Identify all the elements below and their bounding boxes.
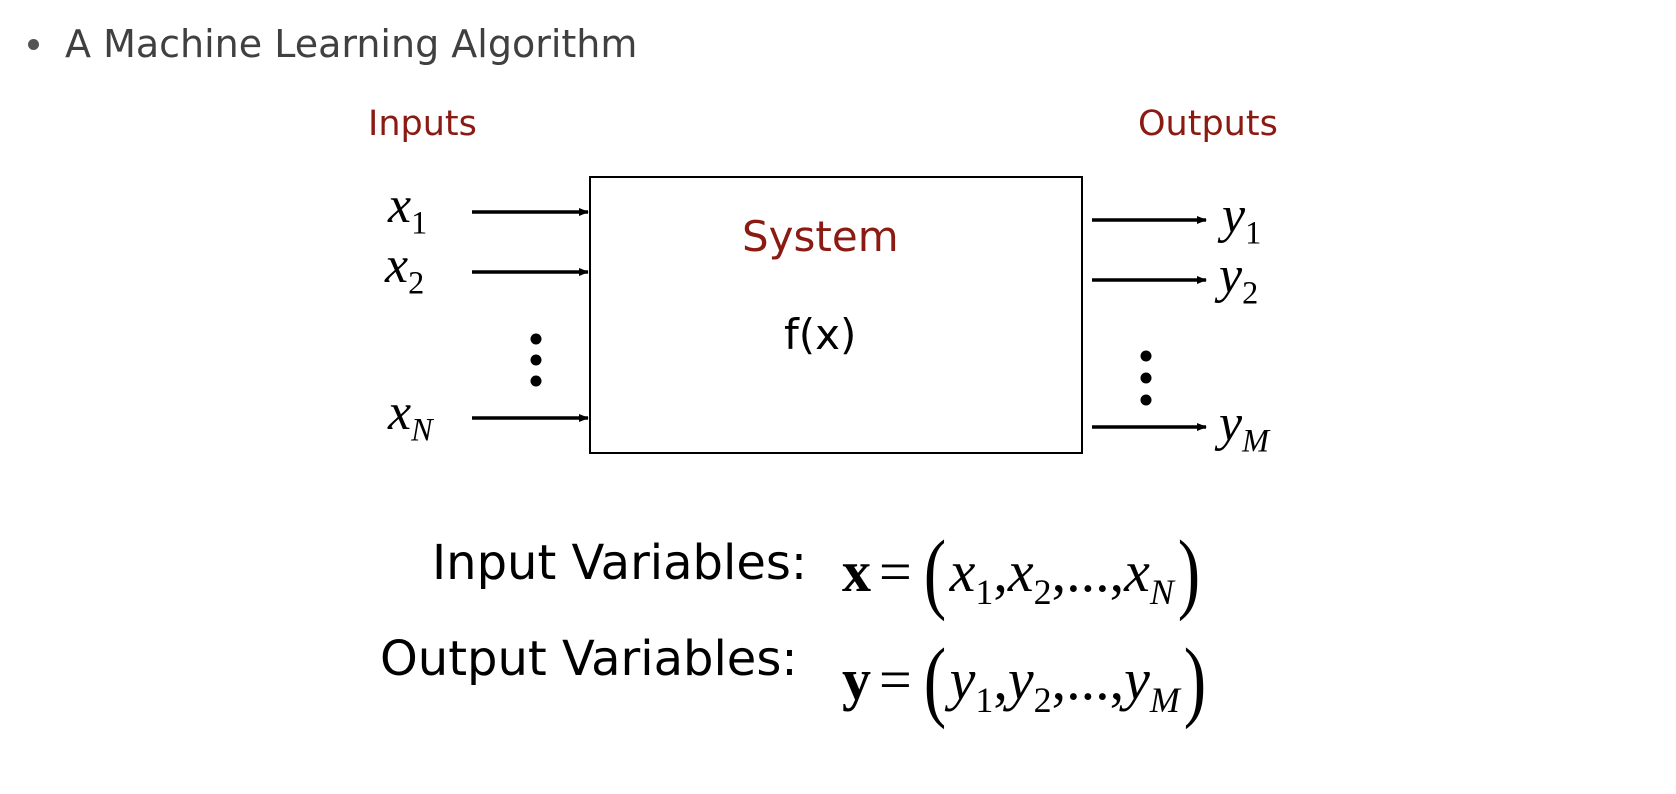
output-vector-equation: y=(y1,y2,...,yM) [842, 631, 1207, 730]
input-vector-equation: x=(x1,x2,...,xN) [842, 523, 1201, 622]
slide-bullet: A Machine Learning Algorithm [28, 22, 637, 66]
input-symbol-x1: x1 [388, 177, 428, 241]
inputs-heading: Inputs [368, 104, 477, 144]
input-vertical-ellipsis-icon [530, 333, 542, 387]
output-symbol-y1: y1 [1222, 187, 1262, 251]
system-title: System [742, 212, 899, 261]
system-box [589, 176, 1083, 454]
output-symbol-ym: yM [1219, 395, 1269, 459]
system-function: f(x) [784, 310, 857, 359]
output-variables-label: Output Variables: [380, 631, 798, 687]
input-variables-label: Input Variables: [432, 535, 808, 591]
bullet-dot-icon [28, 38, 39, 50]
input-symbol-x2: x2 [385, 237, 425, 301]
output-symbol-y2: y2 [1219, 247, 1259, 311]
input-symbol-xn: xN [388, 384, 433, 448]
outputs-heading: Outputs [1138, 104, 1278, 144]
slide-bullet-text: A Machine Learning Algorithm [65, 22, 638, 66]
output-vertical-ellipsis-icon [1140, 350, 1152, 406]
